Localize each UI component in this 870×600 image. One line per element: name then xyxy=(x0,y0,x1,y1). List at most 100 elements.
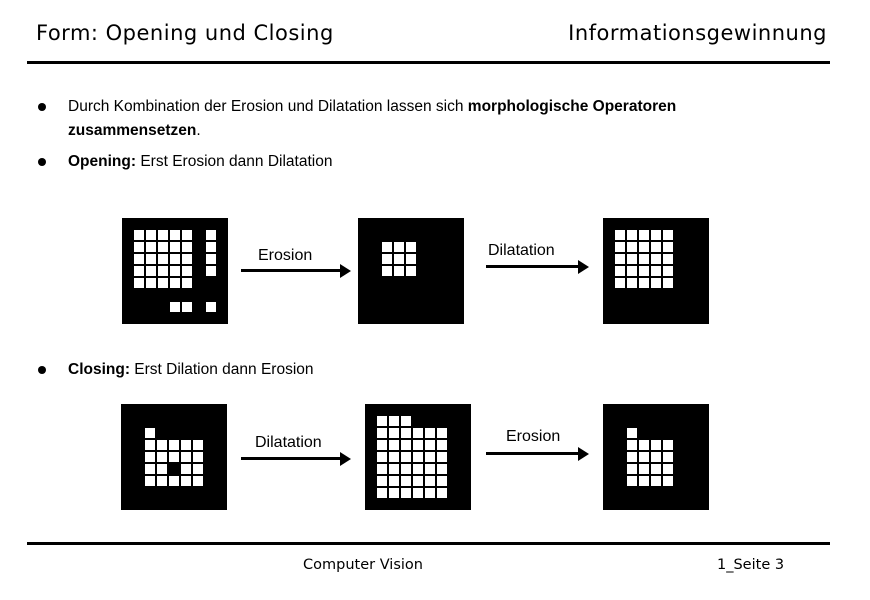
pixel-on xyxy=(169,476,179,486)
pixel-off xyxy=(675,452,685,462)
pixel-off xyxy=(449,488,459,498)
pixel-on xyxy=(389,416,399,426)
bullet-dot-icon xyxy=(38,103,46,111)
pixel-off xyxy=(615,476,625,486)
pixel-off xyxy=(418,266,428,276)
pixel-on xyxy=(639,464,649,474)
pixel-off xyxy=(133,488,143,498)
pixel-on xyxy=(627,452,637,462)
pixel-on xyxy=(639,278,649,288)
pixel-off xyxy=(382,302,392,312)
pixel-on xyxy=(639,452,649,462)
closing-dilated-grid xyxy=(365,404,471,510)
pixel-off xyxy=(157,488,167,498)
pixel-off xyxy=(133,428,143,438)
pixel-on xyxy=(615,266,625,276)
pixel-on xyxy=(627,266,637,276)
pixel-off xyxy=(675,440,685,450)
pixel-off xyxy=(615,464,625,474)
pixel-on xyxy=(389,440,399,450)
pixel-off xyxy=(394,302,404,312)
pixel-off xyxy=(382,290,392,300)
pixel-off xyxy=(194,302,204,312)
bullet-item-closing: Closing: Erst Dilation dann Erosion xyxy=(68,358,798,382)
pixel-off xyxy=(687,290,697,300)
pixel-on xyxy=(401,440,411,450)
opening-step2-label: Dilatation xyxy=(488,242,555,259)
pixel-off xyxy=(615,416,625,426)
bullet-item-kombination: Durch Kombination der Erosion und Dilata… xyxy=(68,95,798,143)
pixel-on xyxy=(615,278,625,288)
pixel-on xyxy=(158,242,168,252)
pixel-off xyxy=(627,290,637,300)
pixel-off xyxy=(663,290,673,300)
pixel-off xyxy=(370,278,380,288)
pixel-off xyxy=(134,290,144,300)
pixel-off xyxy=(687,488,697,498)
pixel-off xyxy=(413,416,423,426)
pixel-off xyxy=(170,290,180,300)
pixel-on xyxy=(663,476,673,486)
pixel-on xyxy=(146,230,156,240)
pixel-off xyxy=(639,488,649,498)
pixel-on xyxy=(627,440,637,450)
pixel-off xyxy=(158,302,168,312)
pixel-on xyxy=(193,476,203,486)
pixel-on xyxy=(170,242,180,252)
pixel-on xyxy=(170,266,180,276)
pixel-off xyxy=(615,290,625,300)
pixel-on xyxy=(169,440,179,450)
pixel-on xyxy=(182,302,192,312)
pixel-off xyxy=(449,464,459,474)
pixel-off xyxy=(169,428,179,438)
pixel-off xyxy=(181,488,191,498)
pixel-on xyxy=(157,464,167,474)
pixel-off xyxy=(442,302,452,312)
pixel-off xyxy=(449,452,459,462)
pixel-on xyxy=(193,452,203,462)
footer-course-label: Computer Vision xyxy=(303,557,423,573)
pixel-off xyxy=(449,440,459,450)
pixel-off xyxy=(133,464,143,474)
pixel-on xyxy=(627,230,637,240)
pixel-on xyxy=(145,464,155,474)
pixel-on xyxy=(181,452,191,462)
pixel-on xyxy=(406,242,416,252)
pixel-off xyxy=(675,242,685,252)
pixel-off xyxy=(193,428,203,438)
pixel-on xyxy=(394,242,404,252)
pixel-off xyxy=(205,488,215,498)
pixel-off xyxy=(651,416,661,426)
pixel-on xyxy=(146,278,156,288)
pixel-off xyxy=(370,266,380,276)
pixel-on xyxy=(134,278,144,288)
pixel-off xyxy=(687,428,697,438)
pixel-on xyxy=(437,428,447,438)
pixel-on xyxy=(158,230,168,240)
pixel-off xyxy=(627,416,637,426)
pixel-off xyxy=(425,416,435,426)
pixel-on xyxy=(627,278,637,288)
pixel-off xyxy=(675,266,685,276)
pixel-off xyxy=(442,254,452,264)
pixel-off xyxy=(181,428,191,438)
pixel-off xyxy=(205,416,215,426)
pixel-on xyxy=(663,278,673,288)
pixel-on xyxy=(651,242,661,252)
pixel-on xyxy=(377,416,387,426)
pixel-on xyxy=(437,464,447,474)
pixel-on xyxy=(146,254,156,264)
pixel-on xyxy=(181,476,191,486)
pixel-on xyxy=(651,476,661,486)
pixel-off xyxy=(687,266,697,276)
pixel-off xyxy=(145,488,155,498)
pixel-off xyxy=(663,416,673,426)
pixel-off xyxy=(687,464,697,474)
pixel-on xyxy=(663,266,673,276)
opening-input-grid xyxy=(122,218,228,324)
pixel-on xyxy=(181,464,191,474)
pixel-off xyxy=(675,278,685,288)
pixel-off xyxy=(193,416,203,426)
bullet-text-bold: morphologische Operatoren zusammensetzen xyxy=(68,98,677,139)
pixel-off xyxy=(687,416,697,426)
